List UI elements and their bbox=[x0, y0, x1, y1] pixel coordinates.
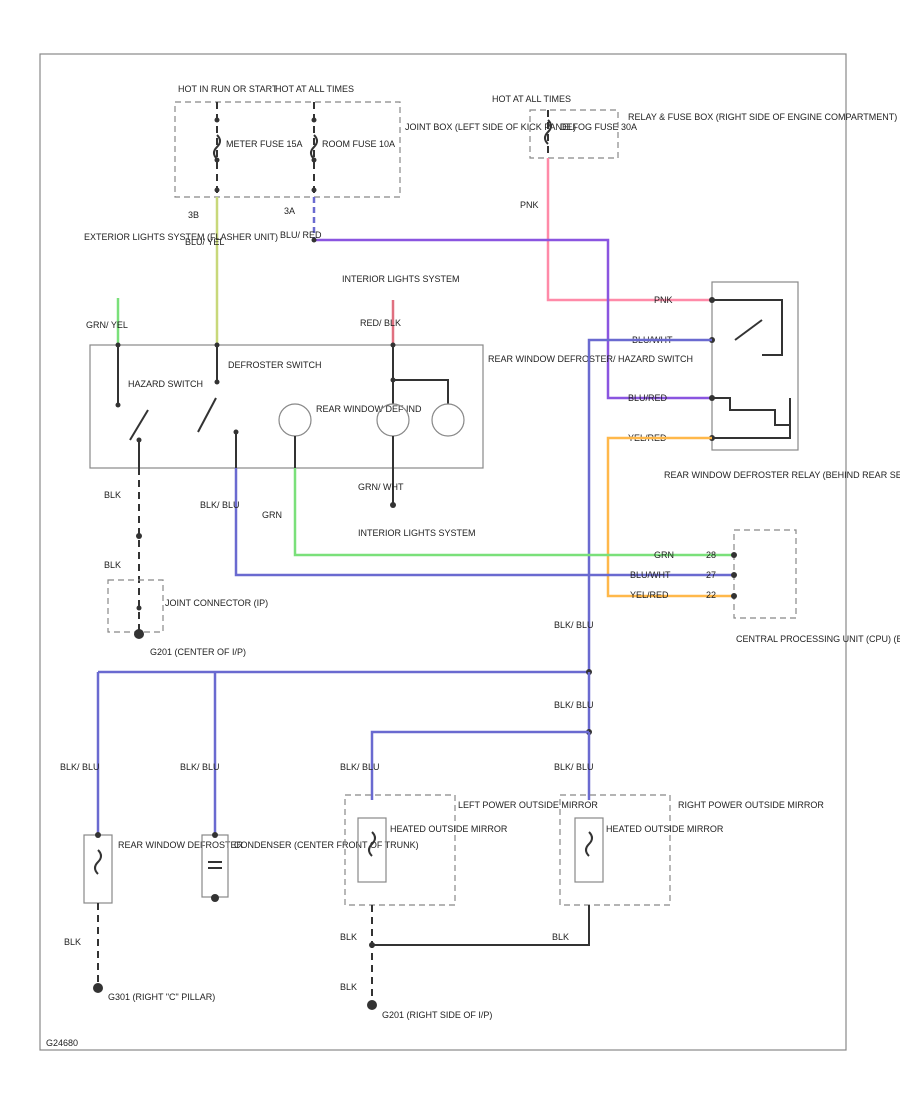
svg-text:3B: 3B bbox=[188, 210, 199, 220]
relay-coil bbox=[712, 397, 791, 426]
diagram-border bbox=[39, 53, 847, 1051]
joint-box-outline bbox=[174, 101, 401, 198]
blk-blu-6-label: BLK/ BLU bbox=[340, 762, 380, 772]
g301-label: G301 (RIGHT "C" PILLAR) bbox=[108, 992, 215, 1002]
relay-box-outline bbox=[529, 109, 619, 159]
g201-2-label: G201 (RIGHT SIDE OF I/P) bbox=[382, 1010, 492, 1020]
hot-all-label: HOT AT ALL TIMES bbox=[275, 84, 354, 94]
pin-22-label: 22 bbox=[706, 590, 716, 600]
meter-fuse-symbol bbox=[213, 134, 221, 160]
blk-blu-4-label: BLK/ BLU bbox=[60, 762, 100, 772]
exterior-lights-label: EXTERIOR LIGHTS SYSTEM (FLASHER UNIT) bbox=[84, 232, 278, 242]
left-mirror-box bbox=[344, 794, 456, 906]
left-mirror-wire bbox=[370, 730, 589, 800]
right-mirror-heater bbox=[574, 817, 604, 883]
blk-5-label: BLK bbox=[340, 982, 357, 992]
relay-box-label: RELAY & FUSE BOX (RIGHT SIDE OF ENGINE C… bbox=[628, 112, 897, 122]
interior-lights-bottom-label: INTERIOR LIGHTS SYSTEM bbox=[358, 528, 476, 538]
blk-blu-5-label: BLK/ BLU bbox=[180, 762, 220, 772]
g201-label: G201 (CENTER OF I/P) bbox=[150, 647, 246, 657]
left-mirror-label: LEFT POWER OUTSIDE MIRROR bbox=[458, 800, 598, 810]
grn-wht-label: GRN/ WHT bbox=[358, 482, 404, 492]
blu-red-wire bbox=[314, 238, 712, 400]
rear-defroster-element bbox=[83, 834, 113, 904]
cpu-blu-wht-label: BLU/WHT bbox=[630, 570, 671, 580]
room-fuse-label: ROOM FUSE 10A bbox=[322, 139, 395, 149]
defroster-relay-box bbox=[711, 281, 799, 451]
blu-yel-label: BLU/ YEL bbox=[185, 237, 224, 247]
cpu-name-label: CENTRAL PROCESSING UNIT (CPU) (BELOW LEF… bbox=[736, 634, 900, 644]
g201-right-ground bbox=[367, 1000, 377, 1010]
hot-run-label: HOT IN RUN OR START bbox=[178, 84, 278, 94]
blk-6-label: BLK bbox=[552, 932, 569, 942]
svg-text:3A: 3A bbox=[284, 206, 295, 216]
g201-ground bbox=[134, 629, 144, 639]
blk-blu-2-label: BLK/ BLU bbox=[554, 620, 594, 630]
blk-blu-3-label: BLK/ BLU bbox=[554, 700, 594, 710]
relay-blu-red-label: BLU/RED bbox=[628, 393, 668, 403]
pin-27-label: 27 bbox=[706, 570, 716, 580]
grn-1-label: GRN bbox=[262, 510, 282, 520]
switch-assembly-box bbox=[89, 344, 484, 469]
left-mirror-heater bbox=[357, 817, 387, 883]
switch-assembly-label: REAR WINDOW DEFROSTER/ HAZARD SWITCH bbox=[488, 354, 693, 364]
condenser-label: CONDENSER (CENTER FRONT OF TRUNK) bbox=[234, 840, 419, 850]
right-mirror-box bbox=[559, 794, 671, 906]
def-indicator-label: REAR WINDOW DEF IND bbox=[316, 404, 422, 414]
right-mirror-label: RIGHT POWER OUTSIDE MIRROR bbox=[678, 800, 824, 810]
cpu-box bbox=[733, 529, 797, 619]
pin-28-label: 28 bbox=[706, 550, 716, 560]
diagram-code: G24680 bbox=[46, 1038, 78, 1048]
cpu-grn-label: GRN bbox=[654, 550, 674, 560]
blk-3-label: BLK bbox=[64, 937, 81, 947]
blk-4-label: BLK bbox=[340, 932, 357, 942]
g301-ground bbox=[93, 983, 103, 993]
hot-all-2-label: HOT AT ALL TIMES bbox=[492, 94, 571, 104]
hazard-switch-contact bbox=[129, 409, 149, 441]
defog-fuse-symbol bbox=[544, 119, 552, 145]
defog-fuse-label: DEFOG FUSE 30A bbox=[560, 122, 637, 132]
relay-contact bbox=[734, 319, 763, 341]
meter-fuse-label: METER FUSE 15A bbox=[226, 139, 303, 149]
blu-wht-wire bbox=[587, 338, 712, 672]
heated-right-label: HEATED OUTSIDE MIRROR bbox=[606, 824, 724, 834]
pnk-label: PNK bbox=[520, 200, 539, 210]
blk-2-label: BLK bbox=[104, 560, 121, 570]
blk-blu-cpu-wire bbox=[234, 468, 734, 577]
joint-connector-label: JOINT CONNECTOR (IP) bbox=[165, 598, 268, 608]
rear-window-defroster-label: REAR WINDOW DEFROSTER bbox=[118, 840, 243, 850]
blk-blu-1-label: BLK/ BLU bbox=[200, 500, 240, 510]
yel-red-wire bbox=[606, 436, 734, 598]
blk-blu-7-label: BLK/ BLU bbox=[554, 762, 594, 772]
red-blk-label: RED/ BLK bbox=[360, 318, 401, 328]
blk-1-label: BLK bbox=[104, 490, 121, 500]
heated-left-label: HEATED OUTSIDE MIRROR bbox=[390, 824, 508, 834]
indicator-lamp-3 bbox=[431, 403, 465, 437]
relay-pnk-label: PNK bbox=[654, 295, 673, 305]
blu-red-label: BLU/ RED bbox=[280, 230, 322, 240]
relay-name-label: REAR WINDOW DEFROSTER RELAY (BEHIND REAR… bbox=[664, 470, 900, 480]
grn-yel-label: GRN/ YEL bbox=[86, 320, 128, 330]
joint-connector-box bbox=[107, 579, 164, 633]
joint-box-label: JOINT BOX (LEFT SIDE OF KICK PANEL) bbox=[405, 122, 576, 132]
grn-wire bbox=[293, 468, 734, 557]
cpu-yel-red-label: YEL/RED bbox=[630, 590, 669, 600]
blk-wire-6 bbox=[372, 905, 590, 946]
def-indicator-lamp bbox=[278, 403, 312, 437]
hazard-switch-label: HAZARD SWITCH bbox=[128, 379, 203, 389]
defroster-switch-label: DEFROSTER SWITCH bbox=[228, 360, 322, 370]
interior-lights-top-label: INTERIOR LIGHTS SYSTEM bbox=[342, 274, 460, 284]
pnk-wire bbox=[546, 158, 712, 302]
room-fuse-symbol bbox=[310, 134, 318, 160]
defroster-switch-contact bbox=[197, 397, 217, 433]
